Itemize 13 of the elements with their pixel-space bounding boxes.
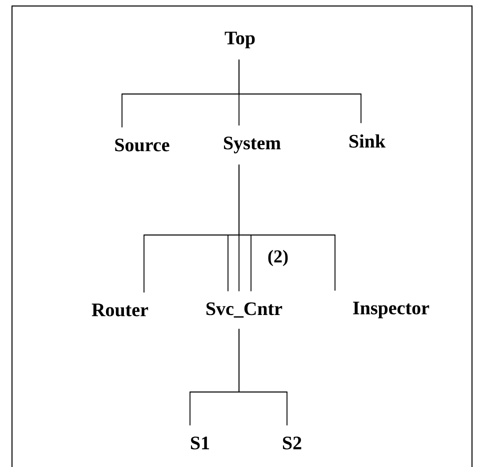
node-label: Sink (350, 134, 386, 148)
node-label: Source (115, 138, 170, 152)
node-label: Top (224, 32, 255, 48)
tree-connector (238, 328, 288, 426)
node-label: System (224, 136, 281, 154)
node-label: Inspector (353, 302, 430, 318)
tree-connector (238, 59, 362, 124)
tree-connector (238, 164, 336, 292)
node-label: S2 (282, 436, 302, 450)
node-label: S1 (190, 436, 210, 450)
node-label: Svc_Cntr (206, 302, 282, 318)
edge-label: (2) (266, 248, 290, 268)
node-label: Router (92, 304, 148, 316)
